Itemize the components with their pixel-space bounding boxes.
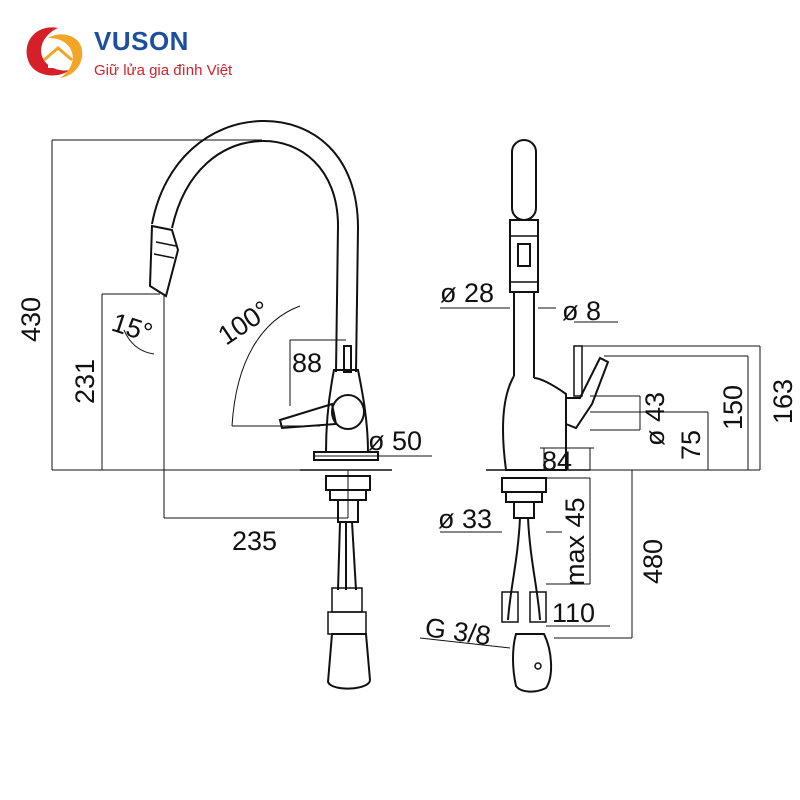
dim-g38: G 3/8 — [423, 612, 493, 651]
front-view-dimension-lines — [51, 139, 432, 519]
dim-15-degrees: 15° — [108, 307, 156, 348]
dim-75: 75 — [676, 430, 706, 460]
dim-235: 235 — [232, 526, 277, 556]
front-view-faucet — [148, 119, 392, 690]
dim-o43: ø 43 — [640, 392, 670, 446]
brand-slogan: Giữ lửa gia đình Việt — [94, 62, 233, 79]
dim-o50: ø 50 — [368, 426, 422, 456]
dim-88: 88 — [292, 348, 322, 378]
dim-480: 480 — [638, 539, 668, 584]
brand-logo — [18, 20, 278, 90]
dim-o8: ø 8 — [562, 296, 601, 326]
side-view-dimension-lines — [419, 307, 761, 649]
dim-max45: max 45 — [560, 497, 590, 586]
dim-84: 84 — [542, 446, 572, 476]
dim-o28: ø 28 — [440, 278, 494, 308]
brand-name: VUSON — [94, 26, 189, 56]
dim-o33: ø 33 — [438, 504, 492, 534]
dimension-labels: 430 231 15° 100° 88 ø 50 235 ø 28 ø 8 16… — [16, 278, 798, 651]
dim-100-degrees: 100° — [213, 295, 276, 351]
dim-150: 150 — [718, 385, 748, 430]
side-view-faucet — [486, 139, 610, 693]
vuson-logo-icon — [26, 27, 83, 78]
dim-430: 430 — [16, 297, 46, 342]
dim-231: 231 — [70, 359, 100, 404]
dim-110: 110 — [552, 598, 595, 628]
dim-163: 163 — [768, 379, 798, 424]
